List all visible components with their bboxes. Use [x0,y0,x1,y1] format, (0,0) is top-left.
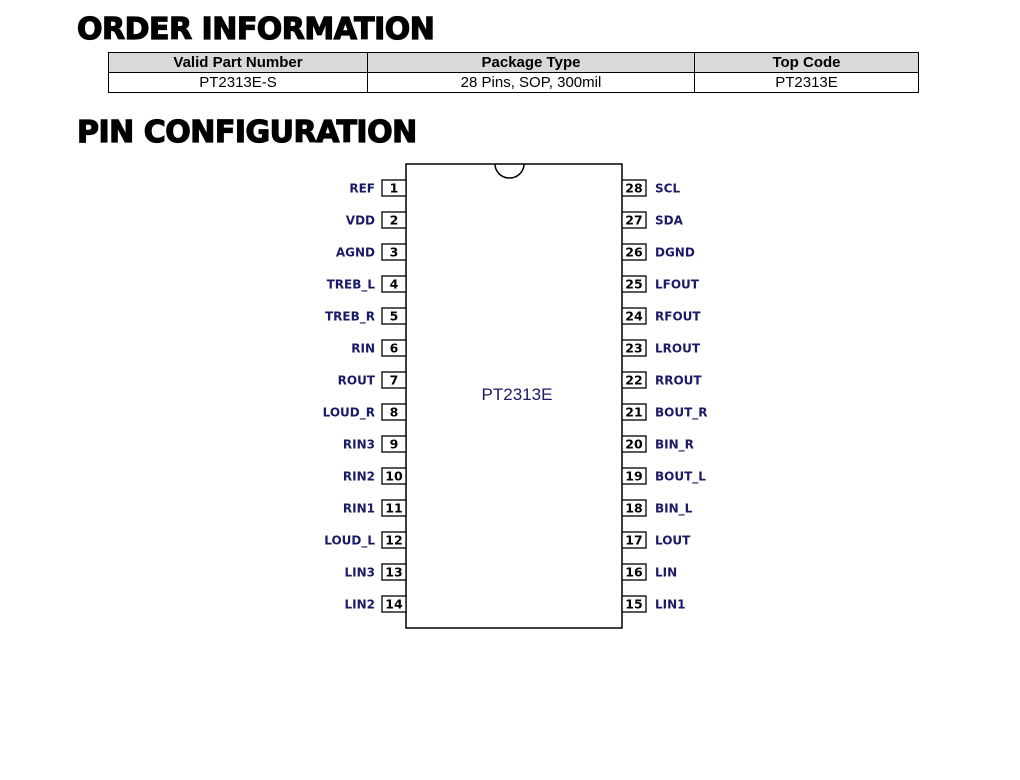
order-information-title: ORDER INFORMATION [76,12,435,47]
pin-5-box [381,307,407,325]
pin-11-label: RIN1 [343,502,375,516]
pin-2-label: VDD [346,214,375,228]
header-package-type: Package Type [367,52,695,73]
pin-15-number: 15 [625,597,642,612]
pin-9-box [381,435,407,453]
pin-20-box [621,435,647,453]
pin-28-number: 28 [625,181,642,196]
pin-4-number: 4 [390,277,399,292]
pin-3-number: 3 [390,245,399,260]
pin-22-number: 22 [625,373,642,388]
pin-1-number: 1 [390,181,399,196]
pin-20-number: 20 [625,437,643,452]
pin-5-label: TREB_R [325,310,375,325]
pin-27-number: 27 [625,213,642,228]
pin-25-number: 25 [625,277,642,292]
pin-22-box [621,371,647,389]
pin-28-label: SCL [655,182,680,196]
pin-25-label: LFOUT [655,278,700,292]
pin-1-box [381,179,407,197]
chip-body [405,163,623,629]
left-pin-column: 1REF2VDD3AGND4TREB_L5TREB_R6RIN7ROUT8LOU… [323,179,407,613]
pin-11-box [381,499,407,517]
pin-4-label: TREB_L [327,278,376,293]
pin-27-box [621,211,647,229]
pin-26-box [621,243,647,261]
pin-18-label: BIN_L [655,502,693,517]
pin-12-number: 12 [385,533,402,548]
pin-14-number: 14 [385,597,403,612]
pin-2-box [381,211,407,229]
pin-7-label: ROUT [338,374,376,388]
pin-6-box [381,339,407,357]
pin-15-label: LIN1 [655,598,686,612]
pin-6-label: RIN [351,342,375,356]
pin-25-box [621,275,647,293]
pin-13-box [381,563,407,581]
pin-26-label: DGND [655,246,695,260]
pin-5-number: 5 [390,309,399,324]
pin-23-number: 23 [625,341,642,356]
pin-7-number: 7 [390,373,399,388]
pin-13-number: 13 [385,565,402,580]
pin-9-label: RIN3 [343,438,375,452]
pin-24-box [621,307,647,325]
cell-package-type: 28 Pins, SOP, 300mil [367,72,695,93]
pin-16-number: 16 [625,565,643,580]
pin-21-number: 21 [625,405,642,420]
pin-19-box [621,467,647,485]
pin-14-label: LIN2 [344,598,375,612]
pin-24-label: RFOUT [655,310,701,324]
pin-19-number: 19 [625,469,642,484]
pin-8-number: 8 [390,405,399,420]
pin-21-box [621,403,647,421]
chip-notch [494,163,525,179]
pin-23-box [621,339,647,357]
pin-27-label: SDA [655,214,684,228]
pin-4-box [381,275,407,293]
table-row: PT2313E-S 28 Pins, SOP, 300mil PT2313E [108,72,919,93]
pin-10-box [381,467,407,485]
pin-8-label: LOUD_R [323,406,375,421]
pin-22-label: RROUT [655,374,702,388]
pin-26-number: 26 [625,245,643,260]
pin-12-label: LOUD_L [324,534,375,549]
pin-1-label: REF [349,182,375,196]
pin-18-number: 18 [625,501,642,516]
pin-28-box [621,179,647,197]
pin-10-number: 10 [385,469,403,484]
cell-part-number: PT2313E-S [108,72,368,93]
pin-2-number: 2 [390,213,399,228]
pin-17-number: 17 [625,533,642,548]
pin-6-number: 6 [390,341,399,356]
pin-18-box [621,499,647,517]
pin-23-label: LROUT [655,342,701,356]
pin-3-box [381,243,407,261]
cell-top-code: PT2313E [694,72,919,93]
pin-11-number: 11 [385,501,402,516]
pin-14-box [381,595,407,613]
pin-configuration-title: PIN CONFIGURATION [76,115,417,150]
pin-16-label: LIN [655,566,677,580]
pin-21-label: BOUT_R [655,406,708,421]
pin-9-number: 9 [390,437,399,452]
pin-24-number: 24 [625,309,643,324]
table-header-row: Valid Part Number Package Type Top Code [108,52,919,73]
pin-20-label: BIN_R [655,438,694,453]
order-information-table: Valid Part Number Package Type Top Code … [108,52,919,93]
pin-17-label: LOUT [655,534,691,548]
pin-17-box [621,531,647,549]
pin-19-label: BOUT_L [655,470,706,485]
pin-3-label: AGND [336,246,375,260]
right-pin-column: 28 SCL 27 SDA 26 DGND 25 LFOUT 24 RFOUT 23 LROUT 22 R… [621,179,708,613]
pin-15-box [621,595,647,613]
pin-13-label: LIN3 [344,566,375,580]
chip-name-label: PT2313E [482,385,553,404]
pin-12-box [381,531,407,549]
pin-10-label: RIN2 [343,470,375,484]
pin-7-box [381,371,407,389]
pin-16-box [621,563,647,581]
pin-8-box [381,403,407,421]
